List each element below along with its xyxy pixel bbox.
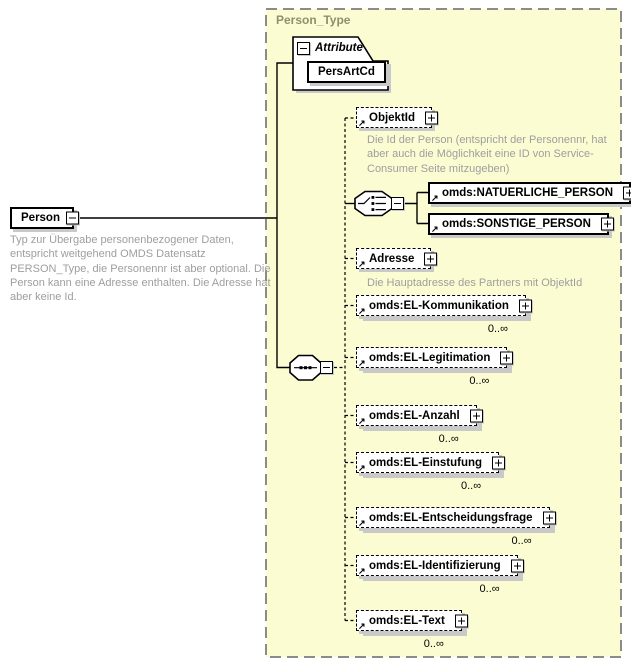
element-el-identifizierung[interactable]: ↗ omds:EL-Identifizierung 0..∞ <box>356 555 524 595</box>
element-el-legitimation[interactable]: ↗ omds:EL-Legitimation 0..∞ <box>356 347 514 387</box>
expand-icon[interactable] <box>469 409 483 422</box>
collapse-icon[interactable] <box>320 361 333 374</box>
expand-icon[interactable] <box>600 217 614 231</box>
cardinality-label: 0..∞ <box>511 535 532 547</box>
element-adresse[interactable]: ↗ Adresse <box>356 248 438 269</box>
element-person[interactable]: Person <box>10 207 79 229</box>
element-label: omds:NATUERLICHE_PERSON <box>442 187 614 199</box>
expand-icon[interactable] <box>454 614 468 627</box>
reference-arrow-icon: ↗ <box>358 358 366 368</box>
expand-icon[interactable] <box>492 456 506 469</box>
expand-icon[interactable] <box>424 252 438 265</box>
expand-icon[interactable] <box>518 299 532 312</box>
cardinality-label: 0..∞ <box>461 480 482 492</box>
person-type-container <box>265 8 622 658</box>
cardinality-label: 0..∞ <box>479 583 500 595</box>
cardinality-label: 0..∞ <box>487 323 508 335</box>
expand-icon[interactable] <box>500 351 514 364</box>
annotation-objektid: Die Id der Person (entspricht der Person… <box>367 134 607 175</box>
element-el-text[interactable]: ↗ omds:EL-Text 0..∞ <box>356 610 468 650</box>
collapse-icon[interactable] <box>297 42 310 55</box>
element-label: omds:EL-Identifizierung <box>369 559 501 572</box>
element-el-einstufung[interactable]: ↗ omds:EL-Einstufung 0..∞ <box>356 452 506 492</box>
attribute-group-label: Attribute <box>315 42 363 54</box>
expand-icon[interactable] <box>510 559 524 572</box>
cardinality-label: 0..∞ <box>423 638 444 650</box>
element-label: omds:SONSTIGE_PERSON <box>442 218 591 230</box>
expand-icon[interactable] <box>425 111 439 124</box>
element-label: omds:EL-Entscheidungsfrage <box>369 511 533 524</box>
complex-type-title: Person_Type <box>276 13 351 27</box>
cardinality-label: 0..∞ <box>469 375 490 387</box>
reference-arrow-icon: ↗ <box>358 416 366 426</box>
reference-arrow-icon: ↗ <box>431 224 439 234</box>
choice-compositor-icon[interactable] <box>354 190 396 218</box>
expand-icon[interactable] <box>542 511 556 524</box>
element-objektid[interactable]: ↗ ObjektId <box>356 107 439 128</box>
reference-arrow-icon: ↗ <box>358 306 366 316</box>
element-el-kommunikation[interactable]: ↗ omds:EL-Kommunikation 0..∞ <box>356 295 532 335</box>
annotation-person: Typ zur Übergabe personenbezogener Daten… <box>10 234 271 304</box>
reference-arrow-icon: ↗ <box>358 621 366 631</box>
cardinality-label: 0..∞ <box>438 433 459 445</box>
reference-arrow-icon: ↗ <box>431 193 439 203</box>
annotation-adresse: Die Hauptadresse des Partners mit Objekt… <box>367 277 583 289</box>
element-natuerliche-person[interactable]: ↗ omds:NATUERLICHE_PERSON <box>428 182 631 204</box>
attribute-persartcd[interactable]: PersArtCd <box>307 61 386 83</box>
collapse-icon[interactable] <box>66 211 79 225</box>
reference-arrow-icon: ↗ <box>358 463 366 473</box>
expand-icon[interactable] <box>623 186 631 200</box>
element-label: omds:EL-Text <box>369 614 445 627</box>
reference-arrow-icon: ↗ <box>358 518 366 528</box>
element-label: omds:EL-Kommunikation <box>369 299 509 312</box>
collapse-icon[interactable] <box>391 197 404 210</box>
element-label: omds:EL-Anzahl <box>369 409 460 422</box>
element-label: omds:EL-Einstufung <box>369 456 483 469</box>
element-label: Adresse <box>369 252 415 265</box>
reference-arrow-icon: ↗ <box>358 259 366 269</box>
reference-arrow-icon: ↗ <box>358 118 366 128</box>
element-el-entscheidungsfrage[interactable]: ↗ omds:EL-Entscheidungsfrage 0..∞ <box>356 507 556 547</box>
attribute-name: PersArtCd <box>318 66 375 78</box>
element-label: ObjektId <box>369 111 416 124</box>
sequence-compositor-icon[interactable] <box>289 354 325 382</box>
element-label: omds:EL-Legitimation <box>369 351 491 364</box>
element-sonstige-person[interactable]: ↗ omds:SONSTIGE_PERSON <box>428 213 614 235</box>
element-el-anzahl[interactable]: ↗ omds:EL-Anzahl 0..∞ <box>356 405 483 445</box>
element-label: Person <box>21 212 60 224</box>
reference-arrow-icon: ↗ <box>358 566 366 576</box>
